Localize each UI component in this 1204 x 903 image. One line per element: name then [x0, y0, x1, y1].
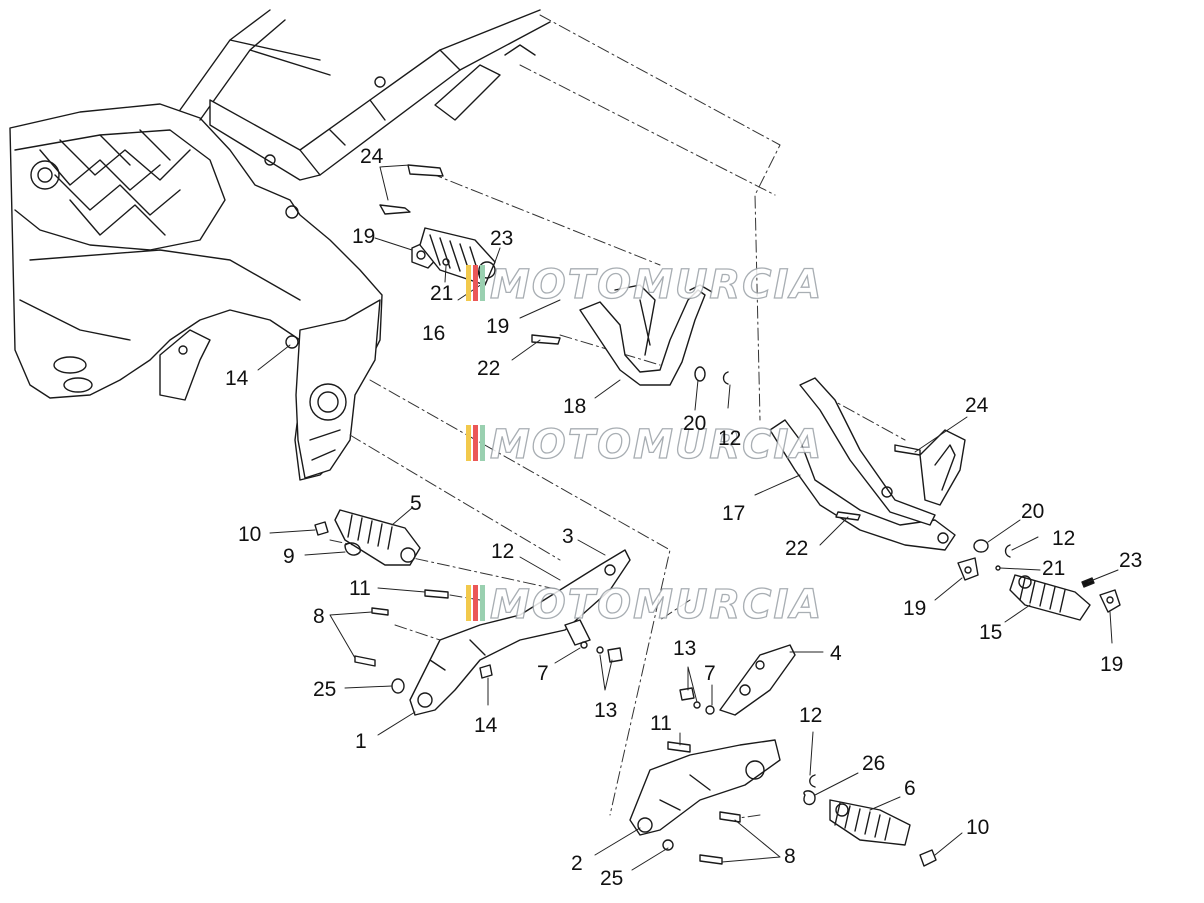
callout-21: 21: [1042, 557, 1065, 580]
callout-1: 1: [355, 730, 367, 753]
callout-16: 16: [422, 322, 445, 345]
callout-13: 13: [594, 699, 617, 722]
callout-11: 11: [650, 712, 672, 735]
callout-20: 20: [1021, 500, 1044, 523]
callout-8: 8: [784, 845, 796, 868]
watermark-3: MOTOMURCIA: [466, 581, 823, 629]
rider-footpeg-left: [314, 509, 631, 716]
callout-20: 20: [683, 412, 706, 435]
callout-12: 12: [491, 540, 514, 563]
callout-23: 23: [490, 227, 513, 250]
leader-lines: [257, 164, 1119, 871]
watermark-2: MOTOMURCIA: [466, 421, 823, 469]
callout-15: 15: [979, 621, 1002, 644]
callout-12: 12: [1052, 527, 1075, 550]
callout-23: 23: [1119, 549, 1142, 572]
callout-7: 7: [537, 662, 549, 685]
callout-14: 14: [474, 714, 498, 737]
watermark-group: MOTOMURCIA MOTOMURCIA MOTOMURCIA: [466, 261, 823, 629]
rider-footpeg-right: [629, 644, 937, 867]
callout-17: 17: [722, 502, 745, 525]
callout-7: 7: [704, 662, 716, 685]
callout-5: 5: [410, 492, 422, 515]
callout-26: 26: [862, 752, 885, 775]
callout-24: 24: [360, 145, 384, 168]
callout-19: 19: [1100, 653, 1123, 676]
callout-labels: 24 19 23 21 19 16 22 14 18 20 12 24 17 2…: [225, 145, 1142, 890]
callout-4: 4: [830, 642, 842, 665]
callout-22: 22: [477, 357, 500, 380]
callout-14: 14: [225, 367, 249, 390]
callout-19: 19: [903, 597, 926, 620]
callout-24: 24: [965, 394, 989, 417]
callout-12: 12: [718, 427, 741, 450]
callout-19: 19: [486, 315, 509, 338]
callout-9: 9: [283, 545, 295, 568]
callout-19: 19: [352, 225, 375, 248]
callout-10: 10: [966, 816, 989, 839]
watermark-text: MOTOMURCIA: [490, 422, 823, 468]
callout-6: 6: [904, 777, 916, 800]
callout-8: 8: [313, 605, 325, 628]
watermark-text: MOTOMURCIA: [490, 262, 823, 308]
callout-3: 3: [562, 525, 574, 548]
callout-2: 2: [571, 852, 583, 875]
callout-18: 18: [563, 395, 586, 418]
callout-13: 13: [673, 637, 696, 660]
callout-25: 25: [313, 678, 336, 701]
main-frame: [9, 9, 551, 481]
callout-11: 11: [349, 577, 371, 600]
callout-21: 21: [430, 282, 453, 305]
callout-25: 25: [600, 867, 623, 890]
watermark-1: MOTOMURCIA: [466, 261, 823, 309]
callout-22: 22: [785, 537, 808, 560]
callout-12: 12: [799, 704, 822, 727]
passenger-bracket-right: [769, 377, 1121, 621]
callout-10: 10: [238, 523, 261, 546]
watermark-text: MOTOMURCIA: [490, 582, 823, 628]
